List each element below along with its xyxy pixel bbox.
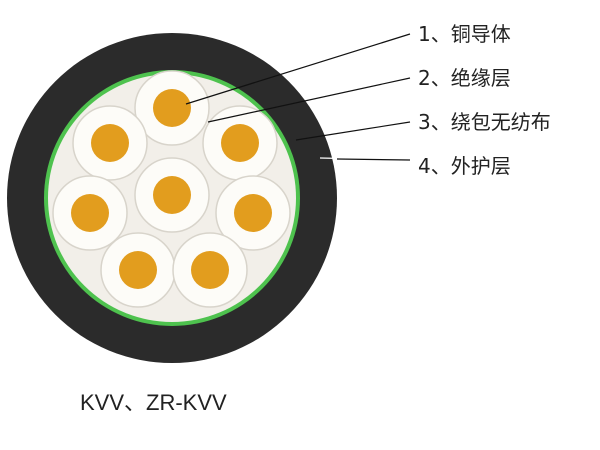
label-insulation-layer: 2、绝缘层 bbox=[418, 66, 511, 90]
cable-model-caption: KVV、ZR-KVV bbox=[80, 390, 227, 415]
core-4 bbox=[134, 157, 210, 233]
core-1 bbox=[134, 70, 210, 146]
copper-conductor bbox=[119, 251, 157, 289]
core-7 bbox=[100, 232, 176, 308]
core-6 bbox=[215, 175, 291, 251]
leader-lines bbox=[185, 33, 411, 161]
cores bbox=[52, 70, 291, 308]
copper-conductor bbox=[71, 194, 109, 232]
core-8 bbox=[172, 232, 248, 308]
core-2 bbox=[72, 105, 148, 181]
copper-conductor bbox=[153, 89, 191, 127]
core-5 bbox=[52, 175, 128, 251]
label-nonwoven-wrap: 3、绕包无纺布 bbox=[418, 110, 551, 134]
core-3 bbox=[202, 105, 278, 181]
copper-conductor bbox=[191, 251, 229, 289]
leader-tape bbox=[295, 121, 411, 141]
leader-sheath-outer bbox=[336, 158, 411, 161]
copper-conductor bbox=[234, 194, 272, 232]
leader-conductor bbox=[185, 33, 411, 105]
label-outer-sheath: 4、外护层 bbox=[418, 154, 511, 178]
copper-conductor bbox=[221, 124, 259, 162]
copper-conductor bbox=[153, 176, 191, 214]
copper-conductor bbox=[91, 124, 129, 162]
label-copper-conductor: 1、铜导体 bbox=[418, 22, 511, 46]
leader-insulation bbox=[207, 77, 411, 123]
